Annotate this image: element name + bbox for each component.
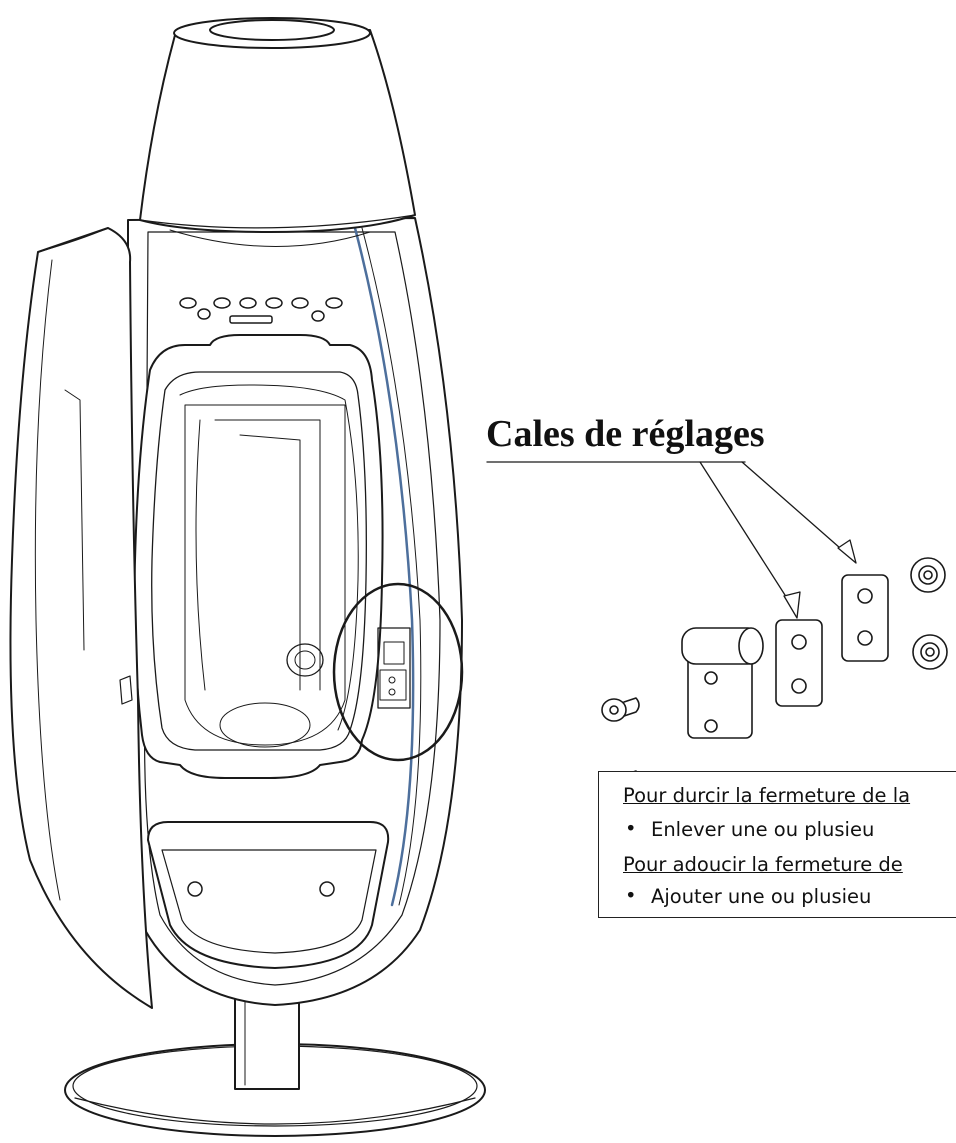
callout-title: Cales de réglages bbox=[486, 413, 765, 455]
firebox-frame bbox=[133, 334, 384, 779]
callout-leaders bbox=[486, 461, 857, 619]
panel-screw-left bbox=[187, 881, 203, 897]
adjustment-shim-1 bbox=[775, 619, 823, 707]
arrowhead-2 bbox=[837, 539, 857, 564]
harden-heading: Pour durcir la fermeture de la bbox=[623, 784, 911, 807]
hinge-callout-circle bbox=[332, 582, 464, 762]
vent-holes bbox=[179, 297, 343, 324]
stove-top-cone bbox=[139, 17, 416, 247]
open-door bbox=[9, 227, 153, 1009]
soften-action: Ajouter une ou plusieu bbox=[625, 884, 871, 908]
stove-base bbox=[64, 984, 486, 1137]
lower-panel bbox=[147, 821, 390, 969]
washer-1 bbox=[910, 557, 946, 593]
harden-action: Enlever une ou plusieu bbox=[625, 817, 874, 841]
washer-2 bbox=[912, 634, 948, 670]
door-seal-line bbox=[353, 226, 415, 907]
panel-screw-right bbox=[319, 881, 335, 897]
hinge-detail bbox=[332, 582, 464, 762]
adjustment-shim-2 bbox=[841, 574, 889, 662]
instruction-box: Pour durcir la fermeture de la Enlever u… bbox=[598, 771, 956, 918]
soften-heading: Pour adoucir la fermeture de bbox=[623, 853, 903, 876]
hinge-pin bbox=[681, 627, 764, 739]
shim-parts bbox=[601, 557, 948, 795]
arrowhead-1 bbox=[783, 591, 801, 619]
screw-1 bbox=[601, 697, 640, 722]
